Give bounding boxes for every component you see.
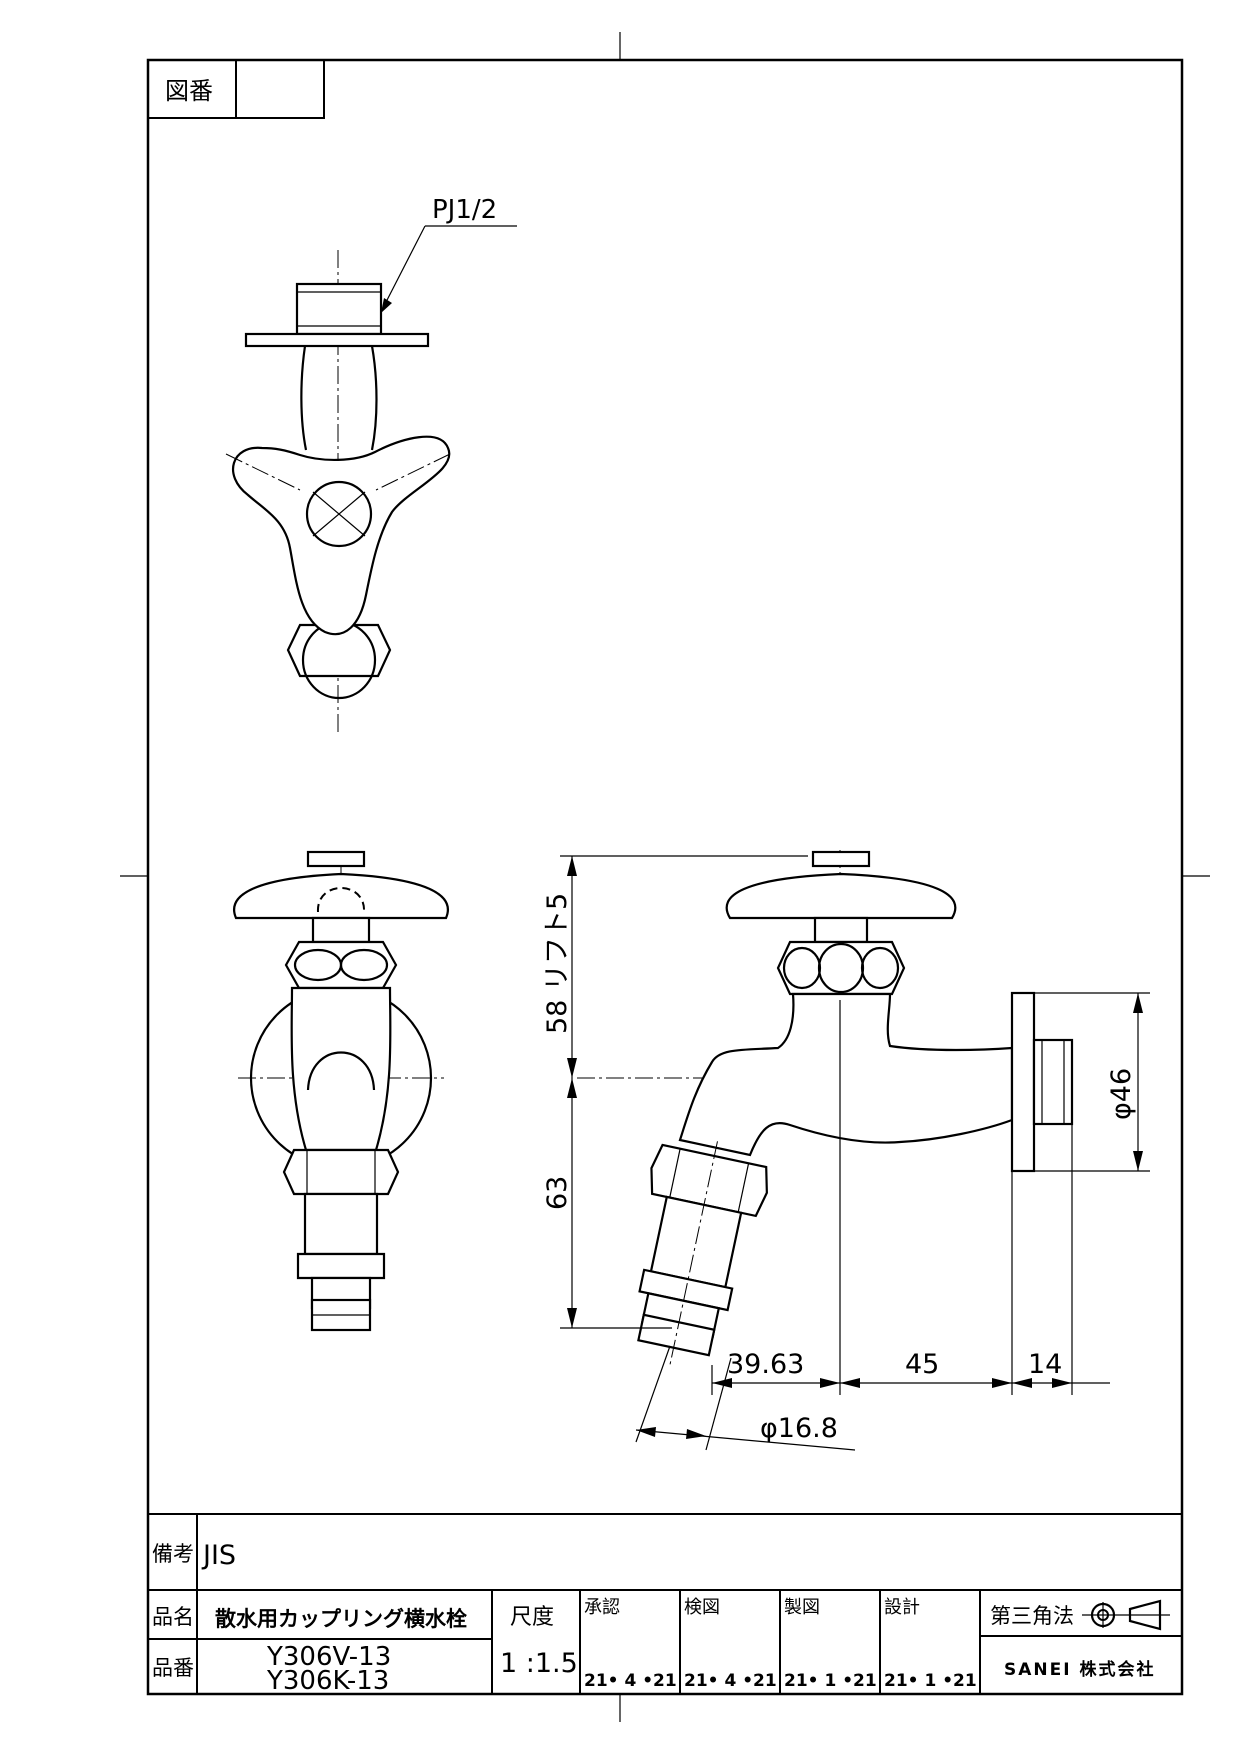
remarks-value: JIS	[201, 1540, 236, 1571]
approval-label-2: 検図	[684, 1597, 720, 1618]
projection-label: 第三角法	[990, 1604, 1074, 1628]
scale-value: 1 :1.5	[500, 1648, 578, 1679]
dim-horizontal-b: 45	[905, 1349, 939, 1380]
thread-spec: PJ1/2	[432, 195, 497, 225]
remarks-label: 備考	[152, 1542, 194, 1566]
approval-date-1: 21• 4 •21	[584, 1671, 677, 1691]
dim-horizontal-c: 14	[1028, 1349, 1062, 1380]
dim-horizontal-a: 39.63	[727, 1349, 804, 1380]
centering-marks	[120, 32, 1210, 1722]
dim-lift-height: 58 リフト5	[542, 893, 573, 1034]
product-no-line-1: Y306V-13	[266, 1642, 391, 1672]
product-no-label: 品番	[152, 1656, 194, 1680]
dim-lower-height: 63	[542, 1176, 573, 1210]
title-block: 備考 JIS 品名 散水用カップリング横水栓 品番 Y306V-13 Y306K…	[148, 1513, 1182, 1696]
side-view	[577, 850, 1074, 1367]
approval-label-4: 設計	[884, 1597, 920, 1618]
third-angle-projection-symbol	[1082, 1599, 1170, 1631]
product-name-label: 品名	[152, 1605, 194, 1629]
approval-date-2: 21• 4 •21	[684, 1671, 777, 1691]
drawing-frame	[146, 58, 1184, 1696]
company-name: SANEI 株式会社	[1004, 1659, 1155, 1680]
dimensions: 58 リフト5 63 φ46 39.63 45 14 φ16.8	[542, 855, 1150, 1451]
approval-date-4: 21• 1 •21	[884, 1671, 977, 1691]
scale-label: 尺度	[510, 1605, 554, 1630]
drawing-number-label: 図番	[165, 77, 213, 105]
product-no-line-2: Y306K-13	[266, 1666, 389, 1696]
top-view	[225, 250, 451, 735]
front-view	[233, 850, 449, 1332]
drawing-number-box: 図番	[147, 59, 325, 119]
dim-flange-dia: φ46	[1106, 1068, 1137, 1120]
approval-label-1: 承認	[584, 1597, 620, 1618]
dim-hose-dia: φ16.8	[760, 1413, 838, 1444]
thread-callout: PJ1/2	[381, 195, 517, 313]
approval-label-3: 製図	[784, 1597, 820, 1618]
approval-date-3: 21• 1 •21	[784, 1671, 877, 1691]
product-name-value: 散水用カップリング横水栓	[215, 1607, 467, 1631]
